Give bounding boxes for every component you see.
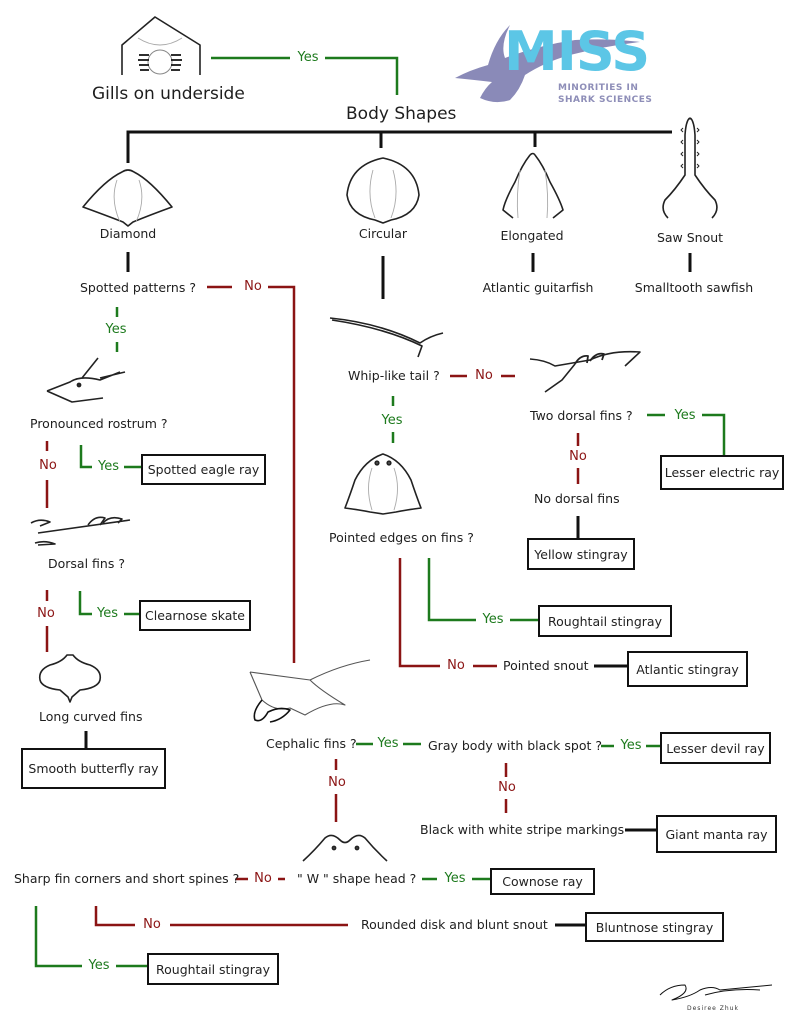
question-pronounced-rostrum: Pronounced rostrum ? — [30, 416, 168, 431]
guitarfish-icon — [502, 152, 564, 219]
result-roughtail-stingray: Roughtail stingray — [538, 605, 672, 637]
yes-label: Yes — [105, 322, 127, 337]
question-spotted-patterns: Spotted patterns ? — [80, 280, 196, 295]
yes-label: Yes — [444, 871, 466, 886]
connector-two-dorsal-yes — [647, 413, 726, 455]
result-atlantic-stingray: Atlantic stingray — [627, 651, 748, 687]
no-label: No — [569, 449, 587, 464]
yes-label: Yes — [97, 606, 118, 621]
result-clearnose-skate: Clearnose skate — [139, 600, 251, 631]
yes-label: Yes — [377, 736, 399, 751]
hammerhead-shark-icon — [455, 25, 640, 103]
question-gray-body-black-spot: Gray body with black spot ? — [428, 738, 602, 753]
question-black-white-stripe: Black with white stripe markings — [420, 822, 625, 837]
result-bluntnose-stingray: Bluntnose stingray — [585, 912, 724, 942]
diamond-ray-icon — [82, 169, 173, 227]
connector-pointed-no — [398, 558, 497, 668]
signature-name: Desiree Zhuk — [687, 1005, 739, 1012]
no-label: No — [244, 279, 262, 294]
no-label: No — [328, 775, 346, 790]
no-label: No — [498, 780, 516, 795]
no-label: No — [39, 458, 57, 473]
logo-subtitle-line2: SHARK SCIENCES — [558, 95, 653, 105]
skate-tail-icon — [30, 516, 131, 546]
result-cownose-ray: Cownose ray — [490, 868, 595, 895]
whip-tail-icon — [329, 317, 444, 358]
shape-label-diamond: Diamond — [99, 226, 157, 241]
cownose-head-icon — [302, 834, 388, 862]
intro-yes-label: Yes — [297, 50, 319, 65]
shape-label-saw-snout: Saw Snout — [656, 230, 724, 245]
connector-intro-yes — [211, 56, 399, 95]
connector-rostrum-yes — [79, 445, 141, 469]
logo-subtitle-line1: MINORITIES IN — [558, 83, 639, 93]
question-long-curved-fins: Long curved fins — [39, 709, 143, 724]
question-pointed-snout: Pointed snout — [503, 658, 589, 673]
pointed-fin-ray-icon — [344, 453, 422, 515]
yes-label: Yes — [482, 612, 504, 627]
question-no-dorsal-fins: No dorsal fins — [534, 491, 620, 506]
connector-dorsal-yes — [78, 591, 139, 616]
question-sharp-fin-corners: Sharp fin corners and short spines ? — [14, 871, 240, 886]
connector-pointed-yes — [427, 558, 538, 622]
result-yellow-stingray: Yellow stingray — [527, 538, 635, 570]
connector-sharp-yes — [34, 906, 150, 968]
gills-underside-icon — [121, 16, 201, 75]
sawfish-icon — [662, 117, 718, 219]
no-label: No — [143, 917, 161, 932]
result-atlantic-guitarfish: Atlantic guitarfish — [482, 280, 594, 295]
connector-body-bus — [126, 130, 672, 163]
question-rounded-disk: Rounded disk and blunt snout — [361, 917, 548, 932]
result-spotted-eagle-ray: Spotted eagle ray — [141, 454, 266, 485]
result-smalltooth-sawfish: Smalltooth sawfish — [634, 280, 754, 295]
connector-spotted-no — [207, 285, 296, 663]
yes-label: Yes — [620, 738, 642, 753]
yes-label: Yes — [381, 413, 403, 428]
shape-label-circular: Circular — [358, 226, 408, 241]
question-whip-like-tail: Whip-like tail ? — [348, 368, 440, 383]
signature-icon — [659, 984, 773, 1001]
connector-sharp-no2 — [94, 906, 348, 927]
result-giant-manta-ray: Giant manta ray — [656, 815, 777, 853]
question-w-shape-head: " W " shape head ? — [297, 871, 417, 886]
logo-wordmark: MISS — [504, 20, 650, 83]
result-roughtail-stingray-2: Roughtail stingray — [147, 953, 279, 985]
intro-question: Gills on underside — [92, 84, 245, 104]
circular-ray-icon — [346, 157, 420, 224]
butterfly-ray-icon — [38, 654, 102, 703]
question-two-dorsal-fins: Two dorsal fins ? — [530, 408, 633, 423]
electric-ray-tail-icon — [529, 350, 641, 393]
result-lesser-electric-ray: Lesser electric ray — [660, 455, 784, 490]
page-title: Body Shapes — [346, 104, 457, 124]
no-label: No — [254, 871, 272, 886]
result-smooth-butterfly-ray: Smooth butterfly ray — [21, 748, 166, 789]
yes-label: Yes — [674, 408, 696, 423]
yes-label: Yes — [98, 459, 119, 474]
miss-logo: MISS MINORITIES IN SHARK SCIENCES — [450, 20, 660, 110]
eagle-ray-rostrum-icon — [46, 357, 126, 403]
no-label: No — [37, 606, 55, 621]
question-dorsal-fins: Dorsal fins ? — [48, 556, 125, 571]
no-label: No — [447, 658, 465, 673]
result-lesser-devil-ray: Lesser devil ray — [660, 732, 771, 764]
manta-ray-icon — [249, 659, 371, 723]
no-label: No — [475, 368, 493, 383]
shape-label-elongated: Elongated — [500, 228, 564, 243]
question-pointed-edges-on-fins: Pointed edges on fins ? — [329, 530, 474, 545]
signature: Desiree Zhuk — [655, 975, 775, 1015]
question-cephalic-fins: Cephalic fins ? — [266, 736, 357, 751]
yes-label: Yes — [88, 958, 110, 973]
